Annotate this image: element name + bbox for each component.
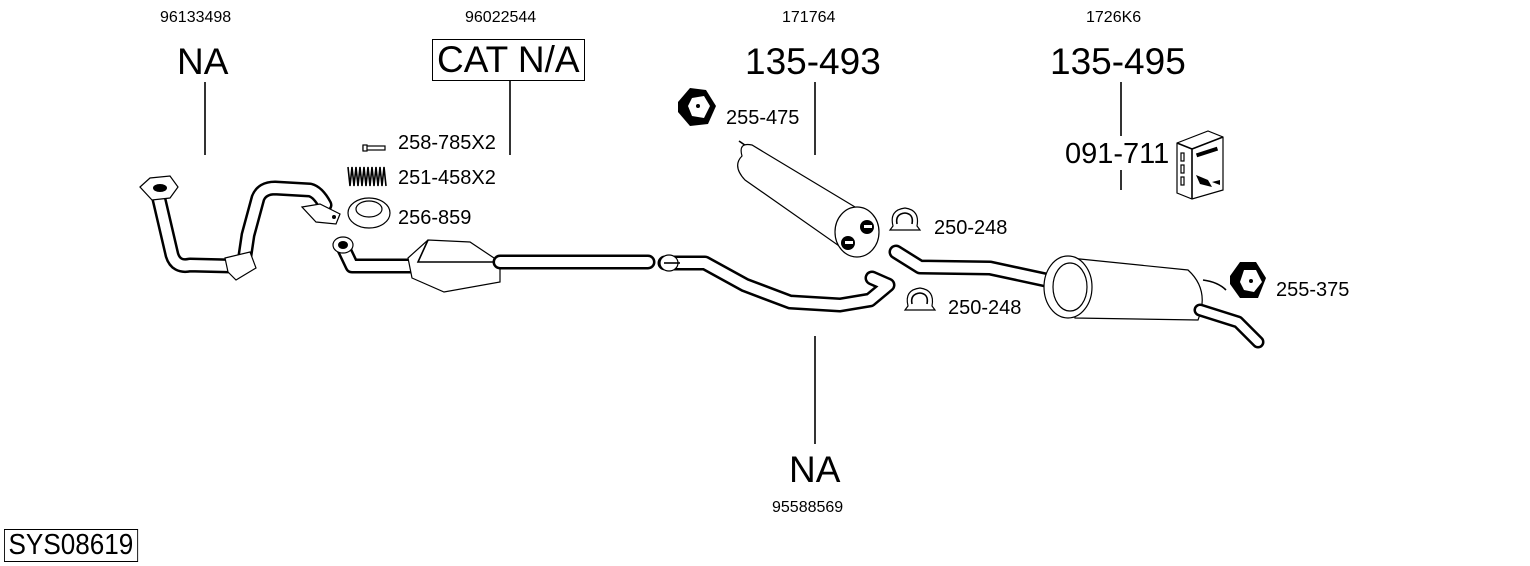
oe-number-rear-silencer: 1726K6 — [1086, 9, 1142, 26]
oe-number-intermediate-pipe: 95588569 — [772, 499, 844, 516]
part-number-intermediate-pipe: NA — [789, 449, 841, 490]
part-number-rear-silencer: 135-495 — [1050, 41, 1186, 82]
gasket-ring-icon — [347, 197, 391, 229]
bolt-icon — [362, 144, 386, 152]
mounting-kit-box-icon — [1176, 130, 1224, 200]
label-spring: 251-458X2 — [398, 167, 496, 189]
spring-icon — [347, 166, 387, 187]
middle-silencer-illustration — [737, 140, 880, 258]
oe-number-catalytic-converter: 96022544 — [465, 9, 537, 26]
clamp-upper-icon — [888, 207, 922, 231]
rear-silencer-illustration — [888, 244, 1265, 349]
part-number-catalytic-converter: CAT N/A — [432, 39, 585, 81]
label-rubber-mount-rear: 255-375 — [1276, 279, 1350, 301]
system-code: SYS08619 — [4, 529, 138, 562]
front-pipe-illustration — [139, 175, 341, 281]
part-number-front-pipe: NA — [177, 41, 229, 82]
intermediate-pipe-illustration — [657, 254, 896, 313]
mounting-kit-number: 091-711 — [1065, 138, 1170, 170]
label-bolt: 258-785X2 — [398, 132, 496, 154]
label-clamp-lower: 250-248 — [948, 297, 1022, 319]
oe-number-front-pipe: 96133498 — [160, 9, 232, 26]
label-gasket-ring: 256-859 — [398, 207, 472, 229]
catalytic-converter-illustration — [332, 236, 656, 293]
rubber-mount-rear-icon — [1230, 262, 1266, 298]
label-rubber-mount-mid: 255-475 — [726, 107, 800, 129]
label-clamp-upper: 250-248 — [934, 217, 1008, 239]
part-number-middle-silencer: 135-493 — [745, 41, 881, 82]
rubber-mount-mid-icon — [678, 88, 716, 126]
oe-number-middle-silencer: 171764 — [782, 9, 836, 26]
clamp-lower-icon — [903, 287, 937, 311]
